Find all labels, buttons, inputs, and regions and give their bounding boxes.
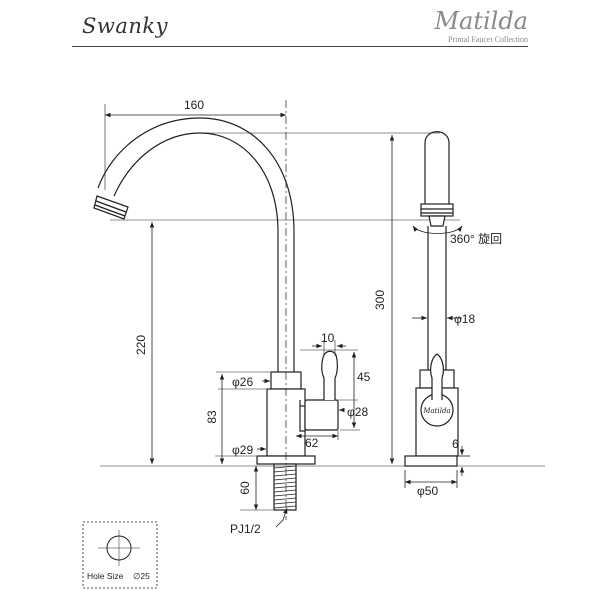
dim-label-62: 62 [305, 436, 319, 450]
handle-lever [321, 350, 338, 400]
dim-label-phi26: φ26 [232, 375, 253, 389]
dim-label-83: 83 [205, 410, 219, 424]
brand-name: Matilda [434, 7, 528, 35]
dim-label-160: 160 [184, 98, 204, 112]
thread-leader [275, 507, 288, 528]
dim-label-rotation: 360° 旋回 [450, 232, 502, 246]
brand-tagline: Primal Faucet Collection [448, 35, 528, 44]
model-name: Swanky [82, 14, 168, 38]
dim-label-phi28: φ28 [347, 405, 368, 419]
hole-size-value: ∅25 [133, 571, 150, 581]
dimension-lines [105, 112, 395, 528]
rotation-arrow [412, 225, 463, 234]
dim-label-6: 6 [452, 437, 459, 451]
hole-circle [106, 535, 132, 561]
spout-outer [113, 132, 279, 372]
aerator [93, 195, 129, 220]
dim-label-thread: PJ1/2 [230, 522, 261, 536]
dim-label-300: 300 [373, 290, 387, 310]
hole-size-box [82, 521, 158, 589]
front-flange [404, 455, 458, 467]
front-view [404, 131, 459, 467]
dim-label-60: 60 [238, 481, 252, 495]
header-rule [72, 46, 528, 47]
dim-label-phi50: φ50 [417, 484, 438, 498]
dim-label-45: 45 [357, 370, 371, 384]
dim-label-10: 10 [321, 331, 335, 345]
front-dimension-lines [404, 225, 470, 488]
dim-label-phi29: φ29 [232, 443, 253, 457]
spout-inner [97, 117, 295, 372]
front-spout-tube [424, 131, 450, 204]
handle-hub [304, 399, 339, 431]
front-hub-logo: Matilda [422, 407, 450, 415]
side-view [93, 117, 339, 511]
hole-size-label: Hole Size [87, 571, 124, 581]
front-lever [430, 353, 444, 400]
dim-label-phi18: φ18 [454, 312, 475, 326]
shank-threads [273, 465, 297, 509]
front-aerator [420, 203, 454, 217]
brand-logo: Matilda Primal Faucet Collection [434, 8, 528, 44]
extension-lines [100, 104, 545, 511]
dim-label-220: 220 [134, 335, 148, 355]
